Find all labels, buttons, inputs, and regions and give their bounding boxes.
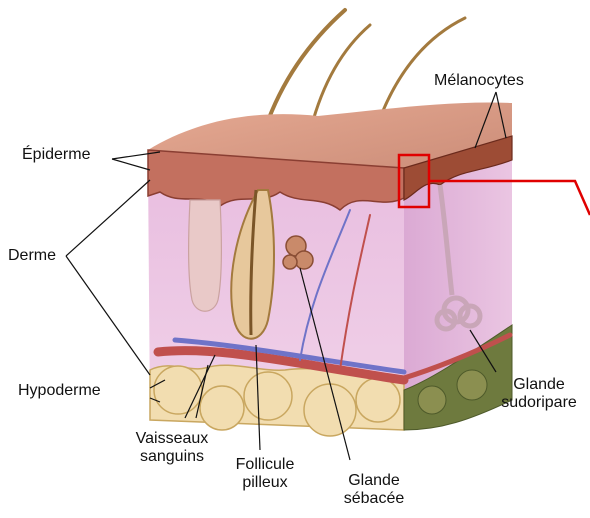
label-derme: Derme [8, 247, 56, 265]
label-melanocytes: Mélanocytes [434, 72, 524, 90]
label-follicule-pilleux: Follicule pilleux [225, 456, 305, 492]
dermal-structure [189, 200, 222, 311]
vaisseaux-line2: sanguins [126, 448, 218, 466]
label-vaisseaux-sanguins: Vaisseaux sanguins [126, 430, 218, 466]
glande-sudoripare-line1: Glande [493, 376, 585, 394]
label-glande-sebacee: Glande sébacée [336, 472, 412, 508]
glande-sudoripare-line2: sudoripare [493, 394, 585, 412]
label-epiderme: Épiderme [22, 146, 90, 164]
follicule-line2: pilleux [225, 474, 305, 492]
vaisseaux-line1: Vaisseaux [126, 430, 218, 448]
glande-sebacee-line1: Glande [336, 472, 412, 490]
glande-sebacee-line2: sébacée [336, 490, 412, 508]
label-hypoderme: Hypoderme [18, 382, 101, 400]
label-glande-sudoripare: Glande sudoripare [493, 376, 585, 412]
follicule-line1: Follicule [225, 456, 305, 474]
